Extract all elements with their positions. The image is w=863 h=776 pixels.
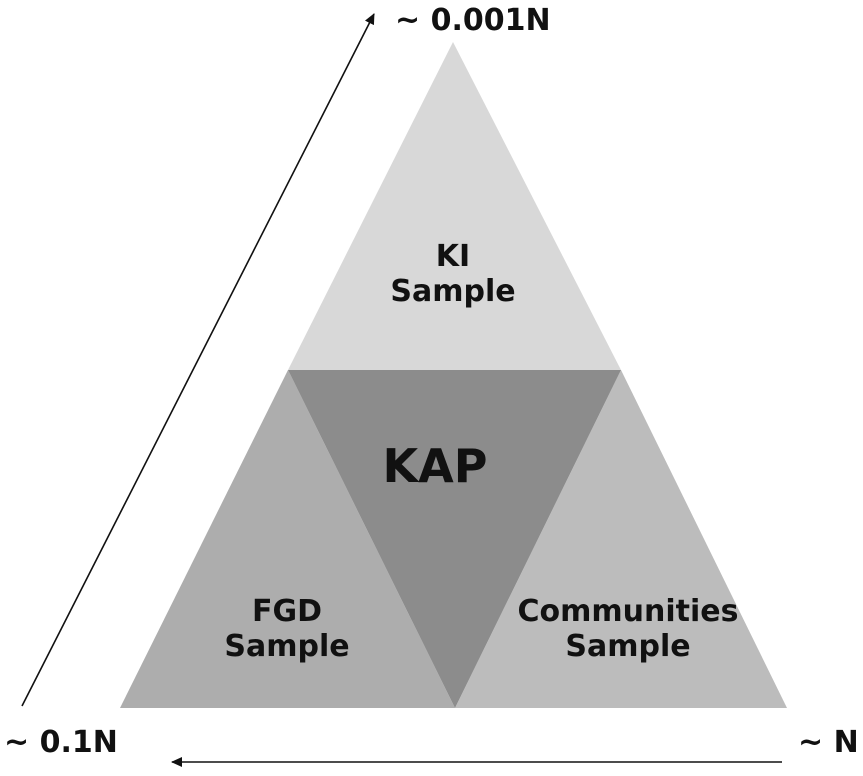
- ki-label-line1: KI: [435, 239, 471, 274]
- scale-label-bottom-right: ~ N: [798, 725, 859, 760]
- fgd-section: [120, 370, 455, 708]
- kap-section: [288, 370, 621, 708]
- scale-label-top: ~ 0.001N: [395, 3, 551, 38]
- ki-label-line2: Sample: [390, 273, 516, 309]
- kap-label: KAP: [382, 439, 488, 493]
- ki-section: [288, 42, 621, 370]
- ki-label: KI Sample: [390, 239, 516, 309]
- communities-label-line1: Communities: [517, 594, 739, 629]
- fgd-label: FGD Sample: [224, 594, 350, 664]
- arrow-up-left: [21, 13, 375, 707]
- communities-label-line2: Sample: [565, 628, 691, 664]
- scale-label-bottom-left: ~ 0.1N: [4, 725, 118, 760]
- communities-section: [455, 370, 787, 708]
- fgd-label-line2: Sample: [224, 628, 350, 664]
- communities-label: Communities Sample: [517, 594, 739, 664]
- fgd-label-line1: FGD: [251, 594, 323, 629]
